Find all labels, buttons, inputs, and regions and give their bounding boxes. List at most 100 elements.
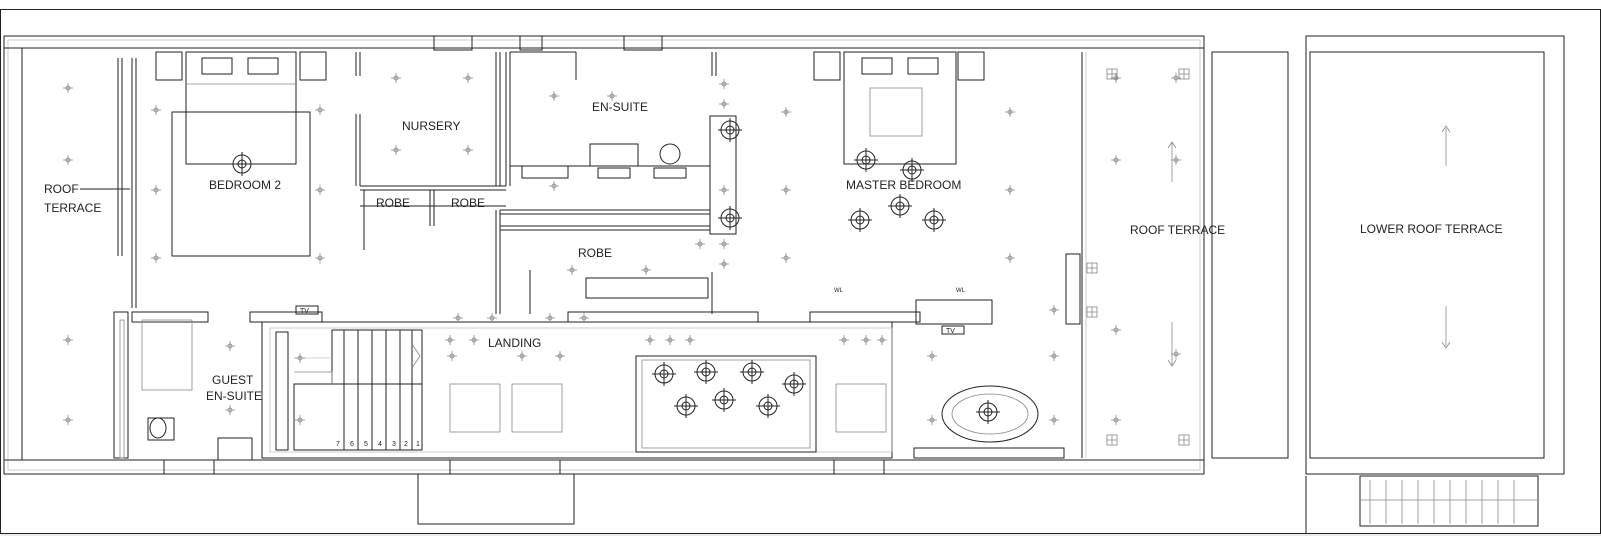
pendant-light-icon: [712, 388, 736, 412]
downlight-icon: [781, 185, 791, 195]
pendant-light-icon: [976, 400, 1000, 424]
pendant-light-icon: [888, 194, 912, 218]
fall-arrow-icon: [1167, 322, 1177, 367]
downlight-icon: [927, 415, 937, 425]
downlight-icon: [1111, 73, 1121, 83]
downlight-icon: [151, 185, 161, 195]
downlight-icon: [927, 351, 937, 361]
room-label-bedroom-2: BEDROOM 2: [209, 178, 281, 192]
room-label-robe: ROBE: [376, 196, 410, 210]
fall-arrow-icon: [1441, 306, 1451, 349]
downlight-icon: [1111, 325, 1121, 335]
tv-tag: TV: [295, 305, 319, 315]
downlight-icon: [463, 73, 473, 83]
downlight-icon: [719, 185, 729, 195]
downlight-icon: [645, 335, 655, 345]
pendant-panel: [635, 355, 817, 453]
downlight-icon: [63, 415, 73, 425]
pendant-light-icon: [718, 206, 742, 230]
fall-arrow-icon: [1167, 141, 1177, 182]
wall-light-icon: [1106, 68, 1118, 80]
downlight-icon: [63, 83, 73, 93]
downlight-icon: [579, 313, 589, 323]
room-label-nursery: NURSERY: [402, 119, 460, 133]
sheet-border: [0, 9, 1601, 534]
downlight-icon: [719, 259, 729, 269]
downlight-icon: [1171, 73, 1181, 83]
downlight-icon: [1111, 155, 1121, 165]
downlight-icon: [1049, 305, 1059, 315]
wall-light-icon: [1086, 306, 1098, 318]
light-fixtures: [63, 68, 1190, 446]
downlight-icon: [685, 335, 695, 345]
fall-arrow-icon: [1441, 125, 1451, 166]
room-label-landing: LANDING: [488, 336, 541, 350]
room-label-guest-en-suite-2: EN-SUITE: [206, 389, 262, 403]
pendant-light-icon: [756, 394, 780, 418]
downlight-icon: [315, 253, 325, 263]
downlight-icon: [1049, 415, 1059, 425]
wall-light-icon: [1086, 262, 1098, 274]
pendant-light-icon: [694, 360, 718, 384]
right-terrace-walls: [1065, 51, 1289, 459]
wall-light-tag: WL: [956, 288, 966, 294]
downlight-icon: [1171, 155, 1181, 165]
downlight-icon: [877, 335, 887, 345]
pendant-light-icon: [674, 394, 698, 418]
downlight-icon: [1005, 107, 1015, 117]
downlight-icon: [63, 155, 73, 165]
wall-light-icon: [1178, 434, 1190, 446]
downlight-icon: [487, 313, 497, 323]
stair-number: 1: [416, 441, 420, 448]
room-label-roof-terrace: ROOF TERRACE: [1130, 223, 1225, 237]
lower-roof-terrace-block: [1305, 35, 1565, 534]
wall-light-tag: WL: [834, 288, 844, 294]
pendant-light-icon: [718, 118, 742, 142]
downlight-icon: [641, 265, 651, 275]
room-label-robe: ROBE: [451, 196, 485, 210]
downlight-icon: [1111, 415, 1121, 425]
downlight-icon: [781, 107, 791, 117]
downlight-icon: [665, 335, 675, 345]
room-label-master-bedroom: MASTER BEDROOM: [846, 178, 961, 192]
room-label-guest-en-suite-1: GUEST: [212, 373, 254, 387]
downlight-icon: [545, 313, 555, 323]
downlight-icon: [1049, 351, 1059, 361]
downlight-icon: [151, 105, 161, 115]
downlight-icon: [315, 105, 325, 115]
downlight-icon: [295, 353, 305, 363]
external-walls: [3, 35, 1205, 525]
downlight-icon: [861, 335, 871, 345]
wall-light-icon: [1178, 68, 1190, 80]
stair-number: 7: [336, 441, 340, 448]
pendant-light-icon: [900, 158, 924, 182]
downlight-icon: [225, 405, 235, 415]
downlight-icon: [447, 351, 457, 361]
room-label-roof-terrace-left-1: ROOF: [44, 182, 79, 196]
pendant-light-icon: [848, 208, 872, 232]
stair-number: 2: [404, 441, 408, 448]
stair-number: 3: [392, 441, 396, 448]
room-label-lower-roof-terrace: LOWER ROOF TERRACE: [1360, 222, 1502, 236]
downlight-icon: [445, 335, 455, 345]
pendant-light-icon: [782, 372, 806, 396]
internal-walls: [117, 51, 737, 314]
bed-master: [813, 51, 985, 165]
downlight-icon: [517, 351, 527, 361]
pendant-light-icon: [854, 148, 878, 172]
downlight-icon: [315, 185, 325, 195]
pendant-light-icon: [922, 208, 946, 232]
downlight-icon: [695, 239, 705, 249]
room-label-robe: ROBE: [578, 246, 612, 260]
stair-number: 6: [350, 441, 354, 448]
downlight-icon: [607, 91, 617, 101]
stair-landing-walls: [113, 311, 921, 461]
downlight-icon: [151, 253, 161, 263]
bathtub: [941, 385, 1039, 443]
downlight-icon: [549, 91, 559, 101]
downlight-icon: [391, 145, 401, 155]
ensuite-fittings: [147, 143, 1065, 459]
pendant-light-icon: [652, 362, 676, 386]
downlight-icon: [567, 265, 577, 275]
